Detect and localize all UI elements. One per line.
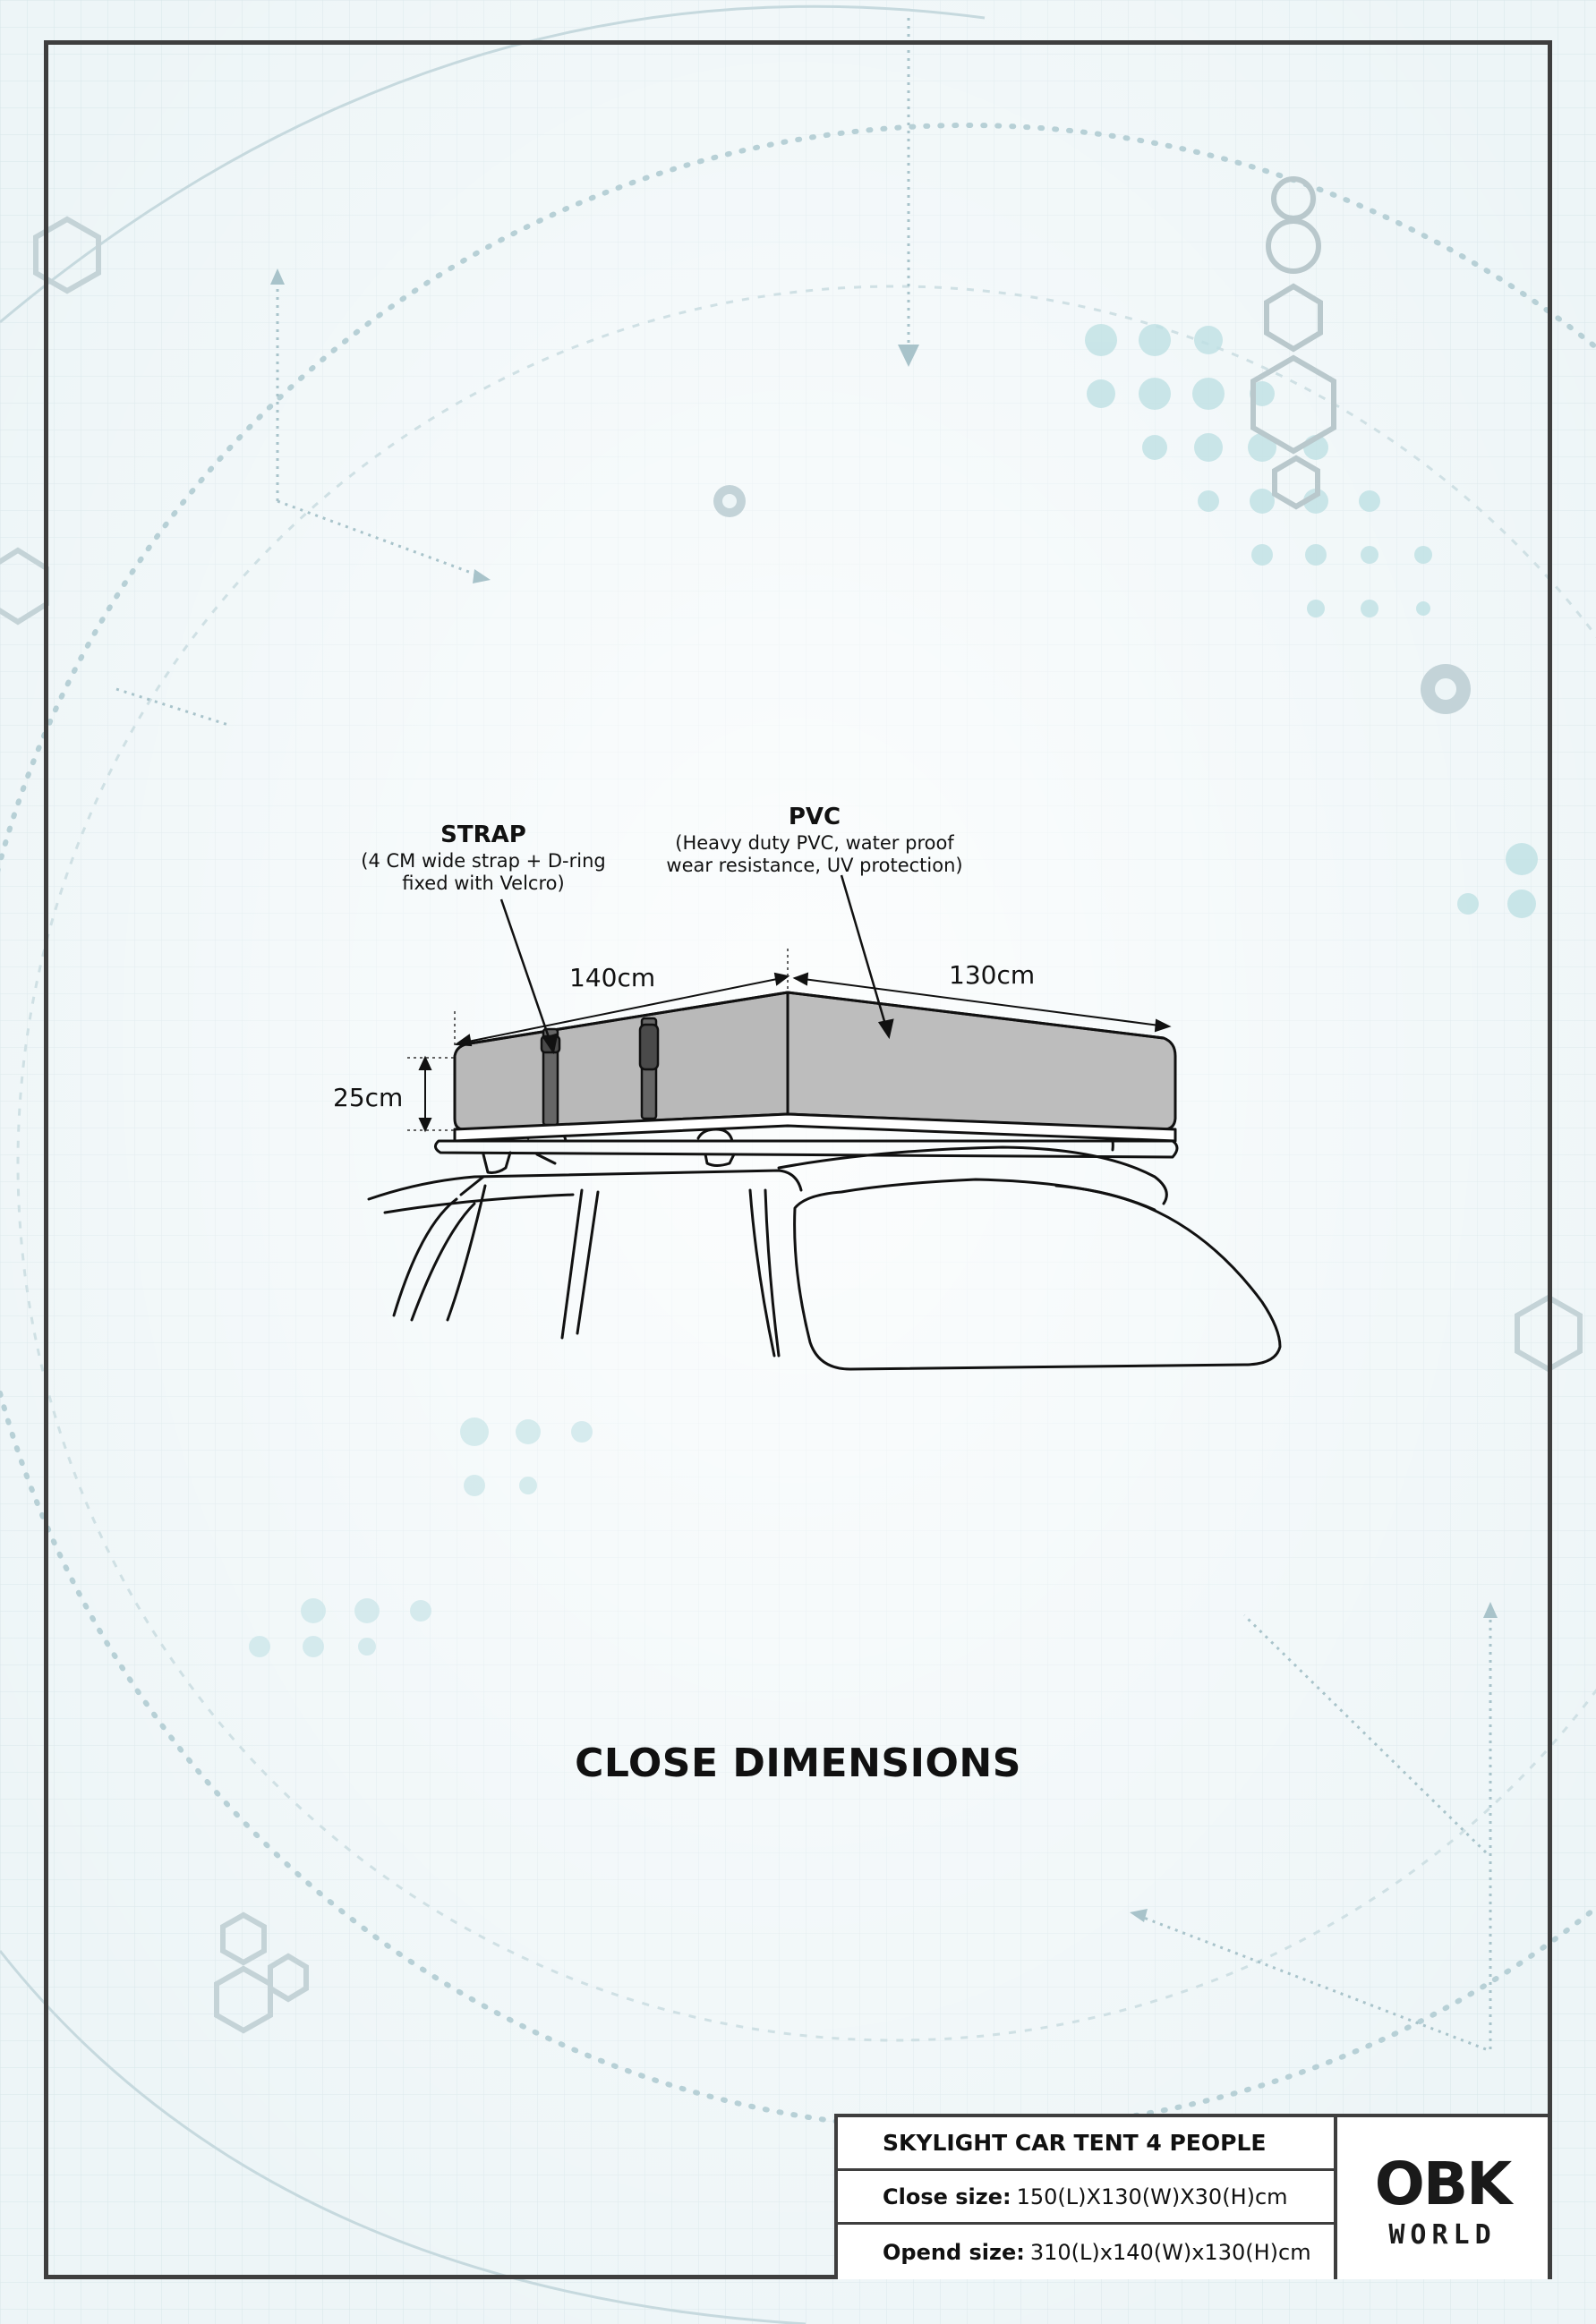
product-name: SKYLIGHT CAR TENT 4 PEOPLE bbox=[838, 2117, 1334, 2171]
open-size-row: Opend size: 310(L)x140(W)x130(H)cm bbox=[838, 2225, 1334, 2279]
decor-sweep-line bbox=[0, 4, 986, 324]
section-title: CLOSE DIMENSIONS bbox=[575, 1741, 1021, 1786]
open-size-value: 310(L)x140(W)x130(H)cm bbox=[1029, 2239, 1311, 2265]
dimension-width-label: 130cm bbox=[949, 960, 1036, 990]
strap-marks bbox=[540, 1017, 660, 1127]
dimension-extension-lines bbox=[407, 949, 789, 1131]
decor-dots-left bbox=[249, 1417, 593, 1657]
strap-label-line2: fixed with Velcro) bbox=[402, 873, 565, 894]
decor-arrows bbox=[115, 18, 1492, 2051]
pvc-label-line2: wear resistance, UV protection) bbox=[666, 855, 963, 876]
pvc-label-title: PVC bbox=[788, 804, 841, 830]
close-size-label: Close size: bbox=[883, 2184, 1011, 2209]
car-roof-outline bbox=[367, 1124, 1282, 1371]
tent-front-face bbox=[453, 991, 789, 1131]
tent-box bbox=[453, 991, 1177, 1143]
product-info-block: SKYLIGHT CAR TENT 4 PEOPLE Close size: 1… bbox=[834, 2114, 1548, 2279]
brand-logo: OBK WORLD bbox=[1337, 2117, 1548, 2279]
brand-logo-bottom: WORLD bbox=[1388, 2219, 1497, 2251]
decor-dots-right bbox=[1085, 324, 1538, 918]
open-size-label: Opend size: bbox=[883, 2239, 1025, 2265]
page-frame bbox=[44, 40, 1552, 2279]
dimension-height-label: 25cm bbox=[333, 1083, 404, 1112]
decor-arc-inner bbox=[16, 285, 1596, 2042]
brand-logo-top: OBK bbox=[1374, 2149, 1513, 2218]
tent-top-edge bbox=[469, 991, 1165, 1045]
decor-sweep-line-2 bbox=[0, 1950, 807, 2324]
tent-base-plate bbox=[453, 1112, 1177, 1143]
tent-side-face bbox=[786, 991, 1177, 1131]
close-size-row: Close size: 150(L)X130(W)X30(H)cm bbox=[838, 2171, 1334, 2225]
dimension-lines bbox=[418, 972, 1172, 1133]
product-info-table: SKYLIGHT CAR TENT 4 PEOPLE Close size: 1… bbox=[838, 2117, 1337, 2279]
leader-arrows bbox=[499, 874, 894, 1055]
strap-label-title: STRAP bbox=[440, 821, 526, 848]
decor-hexagons-top-right bbox=[1250, 176, 1336, 510]
close-size-value: 150(L)X130(W)X30(H)cm bbox=[1016, 2184, 1288, 2209]
decor-arrow-heads bbox=[270, 268, 1498, 1922]
dimension-length-label: 140cm bbox=[569, 963, 656, 992]
pvc-label-line1: (Heavy duty PVC, water proof bbox=[675, 832, 954, 854]
strap-label-line1: (4 CM wide strap + D-ring bbox=[361, 850, 606, 872]
